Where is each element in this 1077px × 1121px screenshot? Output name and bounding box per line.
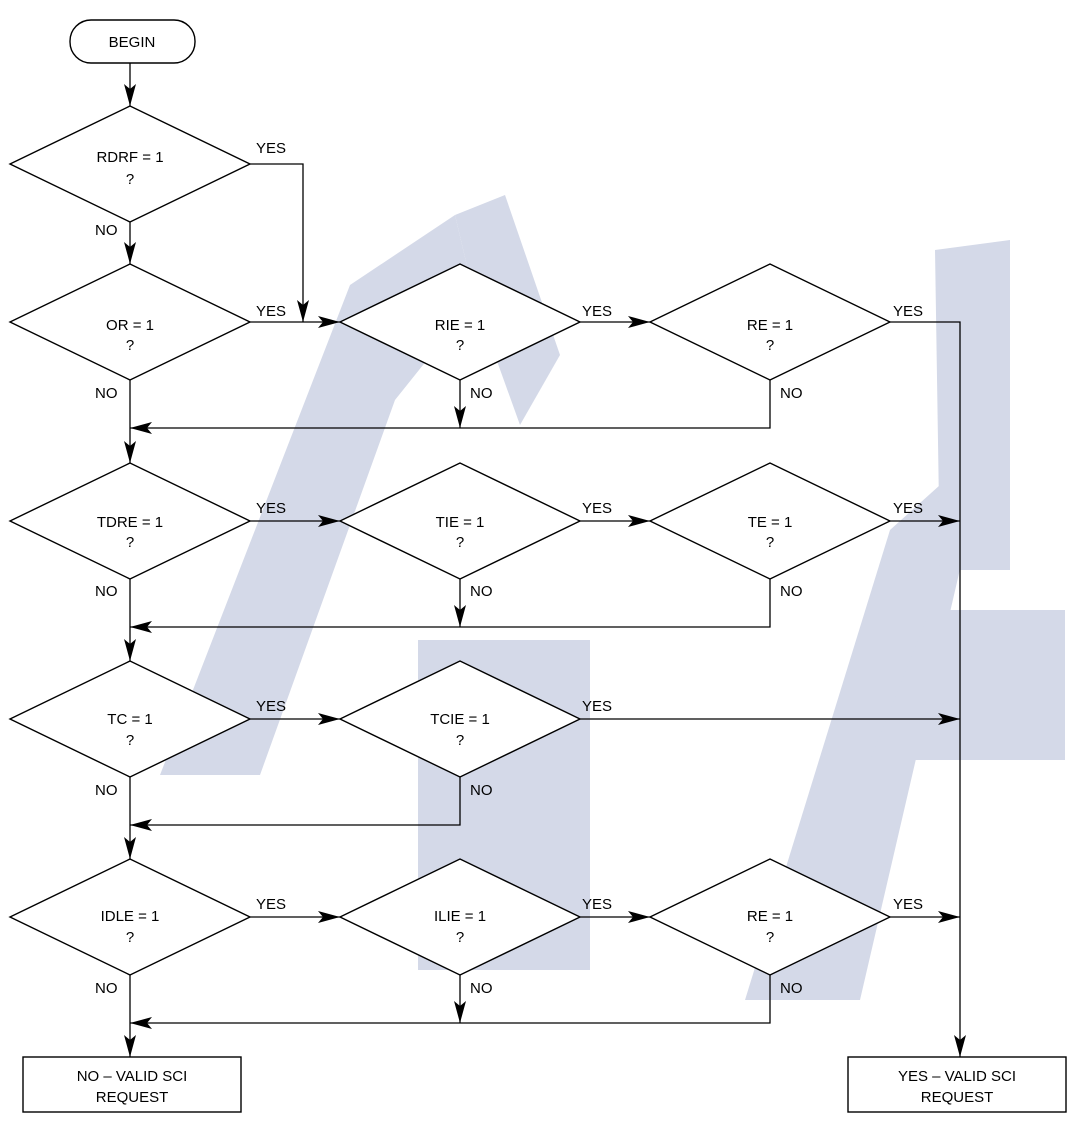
- svg-text:TC = 1: TC = 1: [107, 711, 152, 728]
- svg-text:TCIE = 1: TCIE = 1: [430, 711, 490, 728]
- label-no: NO: [95, 782, 118, 799]
- svg-text:YES – VALID SCI: YES – VALID SCI: [898, 1068, 1016, 1085]
- label-no: NO: [470, 583, 493, 600]
- node-te: TE = 1 ?: [648, 462, 892, 580]
- node-no-valid-sci-request: NO – VALID SCI REQUEST: [22, 1056, 242, 1113]
- label-yes: YES: [582, 500, 612, 517]
- svg-text:?: ?: [126, 732, 134, 749]
- svg-text:?: ?: [766, 337, 774, 354]
- svg-text:?: ?: [126, 929, 134, 946]
- label-no: NO: [95, 222, 118, 239]
- label-yes: YES: [256, 896, 286, 913]
- label-yes: YES: [256, 140, 286, 157]
- label-yes: YES: [256, 303, 286, 320]
- node-or: OR = 1 ?: [8, 263, 252, 381]
- yes-labels: YES YES YES YES YES YES YES YES YES YES …: [256, 140, 923, 913]
- svg-text:?: ?: [456, 732, 464, 749]
- svg-text:?: ?: [456, 929, 464, 946]
- svg-text:ILIE = 1: ILIE = 1: [434, 908, 486, 925]
- svg-text:REQUEST: REQUEST: [921, 1089, 994, 1106]
- svg-text:?: ?: [126, 337, 134, 354]
- svg-text:RE = 1: RE = 1: [747, 317, 793, 334]
- svg-text:NO – VALID SCI: NO – VALID SCI: [77, 1068, 188, 1085]
- svg-text:?: ?: [766, 534, 774, 551]
- node-begin-label: BEGIN: [109, 34, 156, 51]
- edges-yes: [250, 163, 966, 1057]
- watermark-logo: [160, 195, 1065, 1000]
- label-no: NO: [95, 583, 118, 600]
- label-yes: YES: [582, 698, 612, 715]
- node-idle: IDLE = 1 ?: [8, 858, 252, 976]
- svg-text:RIE = 1: RIE = 1: [435, 317, 485, 334]
- label-no: NO: [780, 980, 803, 997]
- label-yes: YES: [256, 500, 286, 517]
- node-re-1: RE = 1 ?: [648, 263, 892, 381]
- node-yes-valid-sci-request: YES – VALID SCI REQUEST: [847, 1056, 1067, 1113]
- label-yes: YES: [893, 303, 923, 320]
- label-no: NO: [470, 782, 493, 799]
- no-labels: NO NO NO NO NO NO NO NO NO NO NO NO: [95, 222, 803, 997]
- svg-text:TE = 1: TE = 1: [748, 514, 793, 531]
- node-ilie: ILIE = 1 ?: [338, 858, 582, 976]
- node-tc: TC = 1 ?: [8, 660, 252, 778]
- svg-text:?: ?: [456, 337, 464, 354]
- label-yes: YES: [582, 896, 612, 913]
- label-no: NO: [470, 980, 493, 997]
- svg-text:IDLE = 1: IDLE = 1: [101, 908, 160, 925]
- node-tdre: TDRE = 1 ?: [8, 462, 252, 580]
- svg-text:RE = 1: RE = 1: [747, 908, 793, 925]
- label-no: NO: [780, 385, 803, 402]
- svg-text:TDRE = 1: TDRE = 1: [97, 514, 163, 531]
- svg-text:?: ?: [126, 534, 134, 551]
- label-no: NO: [470, 385, 493, 402]
- svg-text:REQUEST: REQUEST: [96, 1089, 169, 1106]
- label-no: NO: [95, 980, 118, 997]
- label-no: NO: [780, 583, 803, 600]
- svg-text:TIE = 1: TIE = 1: [436, 514, 485, 531]
- node-begin: BEGIN: [69, 19, 196, 64]
- svg-text:RDRF = 1: RDRF = 1: [96, 149, 163, 166]
- node-rie: RIE = 1 ?: [338, 263, 582, 381]
- label-yes: YES: [893, 896, 923, 913]
- svg-text:?: ?: [126, 171, 134, 188]
- node-rdrf: RDRF = 1 ?: [8, 105, 252, 223]
- svg-text:?: ?: [456, 534, 464, 551]
- svg-text:OR = 1: OR = 1: [106, 317, 154, 334]
- node-re-2: RE = 1 ?: [648, 858, 892, 976]
- label-yes: YES: [582, 303, 612, 320]
- node-tcie: TCIE = 1 ?: [338, 660, 582, 778]
- label-yes: YES: [893, 500, 923, 517]
- label-no: NO: [95, 385, 118, 402]
- node-tie: TIE = 1 ?: [338, 462, 582, 580]
- label-yes: YES: [256, 698, 286, 715]
- svg-text:?: ?: [766, 929, 774, 946]
- edges-no-return: [130, 380, 771, 1029]
